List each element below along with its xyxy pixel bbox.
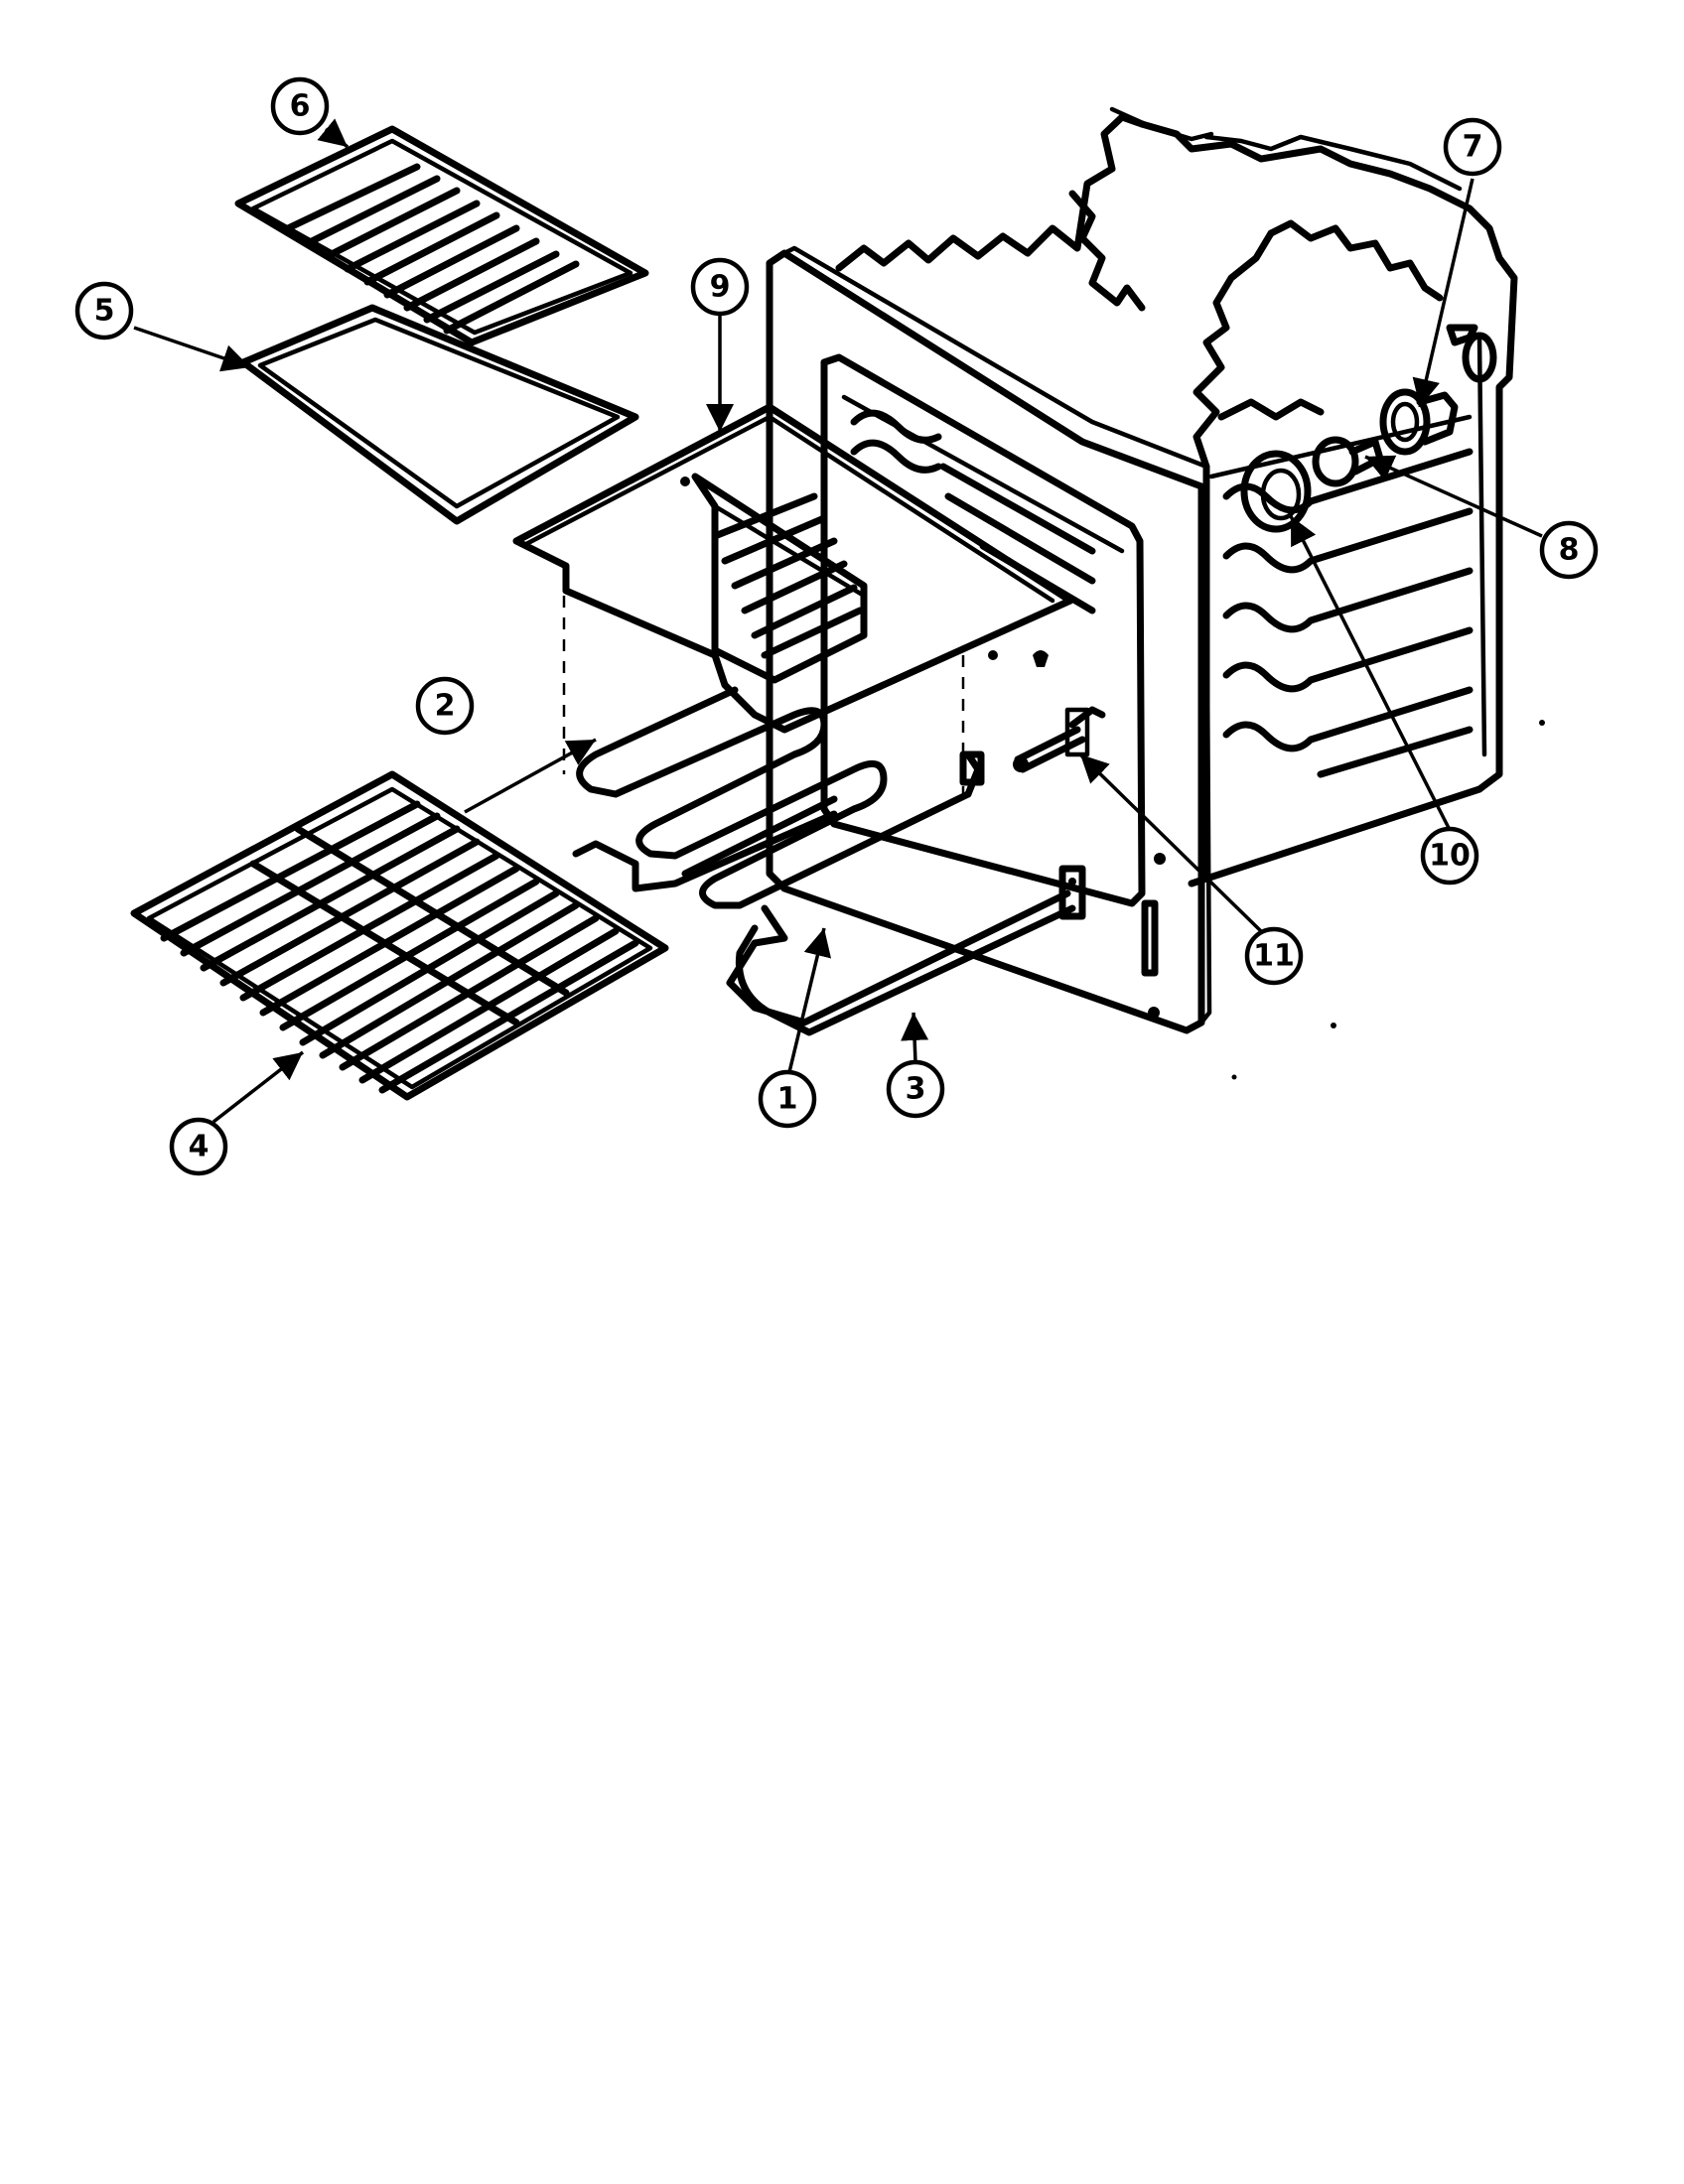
speck: [1539, 720, 1545, 726]
leader-lines: [133, 118, 1543, 1124]
part-2-broil-element: [576, 686, 985, 909]
callout-4: 4: [169, 1117, 228, 1176]
part-11-switch: [1013, 706, 1106, 773]
callout-10: 10: [1420, 826, 1479, 886]
callout-8: 8: [1539, 520, 1599, 580]
callout-8-label: 8: [1559, 533, 1580, 568]
callout-9: 9: [690, 257, 750, 317]
callout-1: 1: [758, 1069, 817, 1129]
callout-6: 6: [270, 76, 330, 136]
callout-3: 3: [886, 1059, 945, 1119]
part-1-bake-element: [572, 795, 838, 892]
part-6-broiler-grid: [234, 125, 649, 346]
callout-4-label: 4: [189, 1130, 210, 1164]
callout-1-label: 1: [777, 1082, 798, 1117]
part-10-lamp-cover: [1240, 450, 1312, 533]
callout-6-label: 6: [290, 89, 311, 124]
callout-5-label: 5: [94, 294, 115, 329]
oven-cavity: [835, 106, 1518, 887]
callout-10-label: 10: [1429, 839, 1471, 874]
callout-3-label: 3: [906, 1072, 926, 1107]
part-5-broiler-pan: [239, 304, 639, 525]
callout-2: 2: [415, 676, 475, 736]
callout-11: 11: [1244, 926, 1304, 986]
speck: [1331, 1023, 1336, 1028]
speck: [1231, 1074, 1237, 1080]
part-4-oven-rack: [130, 770, 669, 1101]
part-3-lower-element: [726, 865, 1086, 1036]
part-8-bulb: [1312, 436, 1384, 487]
callout-11-label: 11: [1253, 939, 1295, 974]
callout-5: 5: [74, 281, 134, 341]
callout-9-label: 9: [710, 270, 731, 305]
callout-7-label: 7: [1463, 130, 1483, 165]
callout-7: 7: [1443, 117, 1502, 177]
part-9-element-cover: [512, 403, 1074, 794]
callout-2-label: 2: [435, 689, 456, 724]
